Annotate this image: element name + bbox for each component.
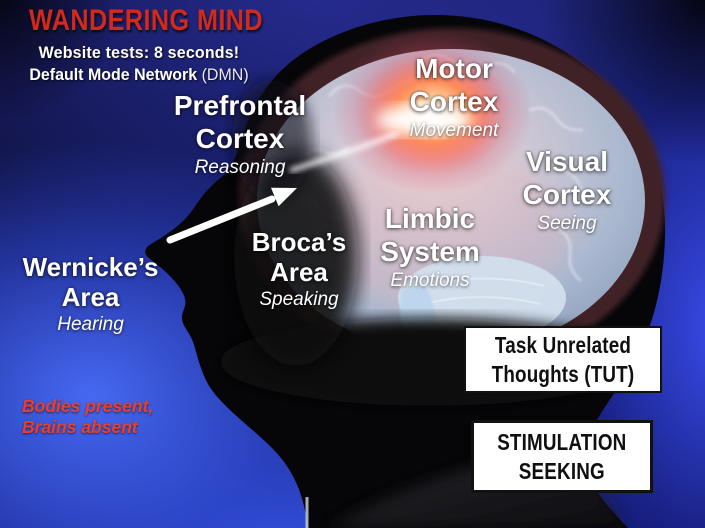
subtitle-dmn: Default Mode Network (DMN) — [16, 65, 262, 85]
label-broca-title: Broca’s Area — [251, 227, 347, 288]
cerebellum-stripes — [419, 277, 545, 305]
label-wernicke-sub: Hearing — [57, 313, 124, 335]
label-limbic-title: Limbic System — [380, 203, 480, 267]
slide-title: WANDERING MIND — [28, 4, 264, 37]
label-visual-title: Visual Cortex — [522, 146, 612, 210]
arrow-icon — [166, 187, 297, 244]
label-prefrontal-cortex: Prefrontal Cortex Reasoning — [140, 90, 340, 179]
stimulation-box-text: STIMULATION SEEKING — [497, 428, 627, 484]
bodies-present-note: Bodies present, Brains absent — [22, 396, 154, 437]
label-wernickes-area: Wernicke’s Area Hearing — [8, 252, 173, 336]
header: WANDERING MIND Website tests: 8 seconds!… — [8, 4, 270, 85]
brain-glow-core — [376, 104, 472, 136]
task-unrelated-thoughts-box: Task Unrelated Thoughts (TUT) — [464, 326, 662, 393]
label-motor-title: Motor Cortex — [409, 53, 499, 117]
label-limbic-system: Limbic System Emotions — [350, 203, 510, 292]
label-broca-sub: Speaking — [259, 288, 339, 310]
label-motor-sub: Movement — [409, 119, 499, 141]
subtitle-dmn-bold: Default Mode Network — [29, 65, 198, 84]
stimulation-seeking-box: STIMULATION SEEKING — [471, 420, 653, 493]
label-prefrontal-title: Prefrontal Cortex — [173, 90, 307, 154]
neck-highlight — [305, 497, 309, 528]
label-wernicke-title: Wernicke’s Area — [22, 252, 159, 313]
label-visual-sub: Seeing — [537, 212, 597, 234]
tut-box-text: Task Unrelated Thoughts (TUT) — [491, 331, 635, 387]
label-motor-cortex: Motor Cortex Movement — [374, 53, 534, 142]
subtitle-dmn-paren: (DMN) — [197, 65, 249, 84]
label-visual-cortex: Visual Cortex Seeing — [487, 146, 647, 235]
subtitle-website-tests: Website tests: 8 seconds! — [38, 43, 240, 62]
label-brocas-area: Broca’s Area Speaking — [230, 227, 368, 311]
light-wisp — [289, 131, 399, 173]
label-prefrontal-sub: Reasoning — [194, 156, 286, 178]
label-limbic-sub: Emotions — [390, 269, 470, 291]
